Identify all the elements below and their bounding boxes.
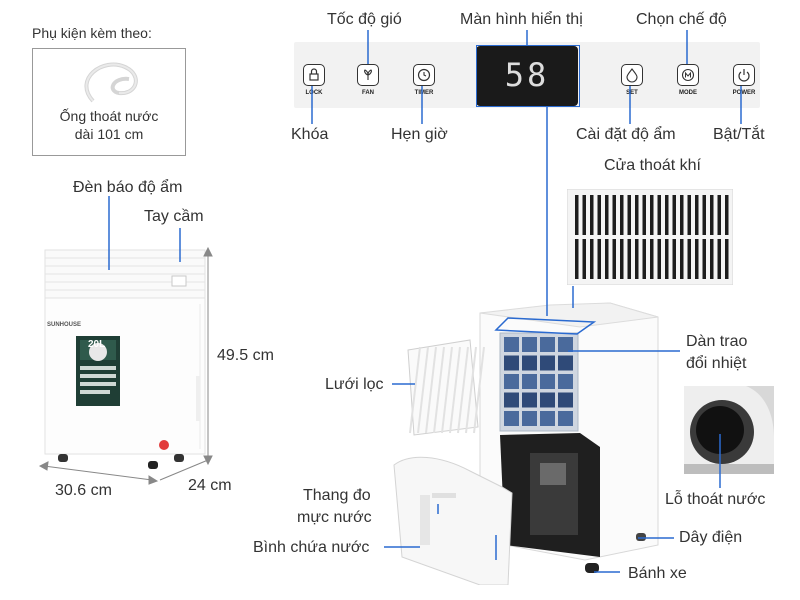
mode-caption: MODE xyxy=(679,90,697,96)
label-exhaust: Cửa thoát khí xyxy=(604,157,701,174)
label-gauge-line1: Thang đo xyxy=(303,487,371,504)
label-power: Bật/Tắt xyxy=(713,126,765,143)
label-mode: Chọn chế độ xyxy=(636,11,727,28)
dim-height: 49.5 cm xyxy=(217,347,274,364)
timer-button[interactable] xyxy=(413,64,435,86)
fan-caption: FAN xyxy=(362,90,374,96)
display-screen: 58 xyxy=(476,46,578,106)
capacity-badge: 20L xyxy=(88,339,106,350)
fan-icon xyxy=(364,69,372,80)
control-panel: LOCK FAN TIMER 58 SET MODE POWER xyxy=(294,42,760,108)
timer-icon xyxy=(417,68,431,82)
tube-label-line2: dài 101 cm xyxy=(74,126,144,142)
fan-button[interactable] xyxy=(357,64,379,86)
timer-caption: TIMER xyxy=(414,90,434,96)
label-lock: Khóa xyxy=(291,126,329,143)
display-digits: 58 xyxy=(504,56,550,94)
label-humidity-set: Cài đặt độ ẩm xyxy=(576,126,676,143)
dim-width: 30.6 cm xyxy=(55,482,112,499)
label-gauge-line2: mực nước xyxy=(297,509,372,526)
label-handle: Tay cầm xyxy=(144,208,204,225)
label-tank: Bình chứa nước xyxy=(253,539,370,556)
label-drain-hole: Lỗ thoát nước xyxy=(665,491,766,508)
humidity-icon xyxy=(626,68,638,83)
label-display: Màn hình hiển thị xyxy=(460,11,583,28)
power-caption: POWER xyxy=(732,90,756,96)
label-wheels: Bánh xe xyxy=(628,565,687,582)
drain-tube-icon xyxy=(84,62,138,103)
lock-caption: LOCK xyxy=(305,90,323,96)
accessories-title: Phụ kiện kèm theo: xyxy=(32,25,152,41)
mode-button[interactable] xyxy=(677,64,699,86)
brand-logo-text: SUNHOUSE xyxy=(47,322,82,328)
label-fan-speed: Tốc độ gió xyxy=(327,11,402,28)
display-highlight xyxy=(476,45,580,107)
label-timer: Hẹn giờ xyxy=(391,126,448,143)
power-button[interactable] xyxy=(733,64,755,86)
lock-button[interactable] xyxy=(303,64,325,86)
label-filter: Lưới lọc xyxy=(325,376,384,393)
label-power-cord: Dây điện xyxy=(679,529,743,546)
mode-icon xyxy=(681,68,695,82)
label-heat-exchanger-line2: đổi nhiệt xyxy=(686,355,747,372)
set-button[interactable] xyxy=(621,64,643,86)
tube-label-line1: Ống thoát nước xyxy=(59,108,159,124)
accessory-box: Ống thoát nước dài 101 cm xyxy=(32,48,186,156)
tube-label: Ống thoát nước dài 101 cm xyxy=(33,107,185,143)
label-heat-exchanger-line1: Dàn trao xyxy=(686,333,748,350)
dim-depth: 24 cm xyxy=(188,477,232,494)
set-caption: SET xyxy=(626,90,638,96)
power-icon xyxy=(738,69,750,82)
drain-hole-inset xyxy=(684,386,774,474)
dehumidifier-open-view xyxy=(393,302,659,585)
lock-icon xyxy=(309,68,319,81)
label-humidity-indicator: Đèn báo độ ẩm xyxy=(73,179,183,196)
dehumidifier-front-view xyxy=(44,249,206,469)
exhaust-grille xyxy=(567,189,733,285)
